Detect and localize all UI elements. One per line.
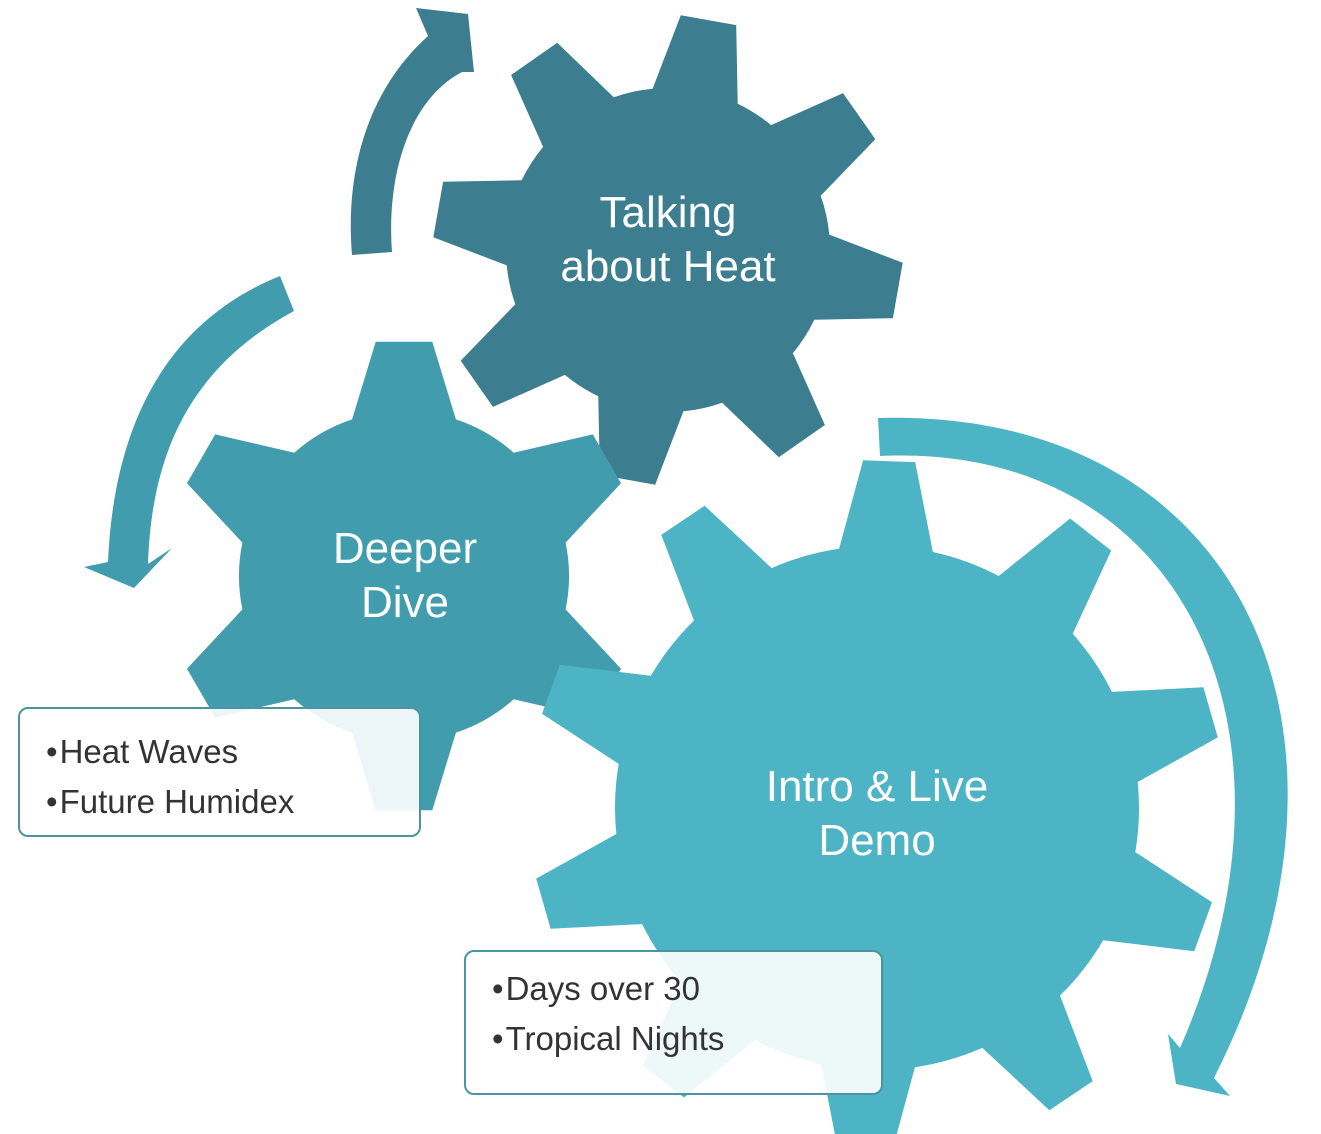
gear-label-line: Demo: [818, 816, 936, 865]
gear-label-line: Intro & Live: [765, 762, 989, 811]
callout-list: Days over 30 Tropical Nights: [492, 964, 881, 1064]
gear-label-deeper-dive: Deeper Dive: [275, 522, 535, 630]
curved-arrow-left: [84, 276, 294, 588]
list-item: Future Humidex: [46, 777, 419, 827]
gear-shape: [187, 341, 621, 811]
list-item: Heat Waves: [46, 727, 419, 777]
gear-label-line: Talking: [599, 188, 737, 237]
gear-deeper-dive: [187, 341, 621, 811]
gear-talking-about-heat: [433, 15, 903, 485]
gear-label-line: Deeper: [332, 524, 478, 573]
list-item: Tropical Nights: [492, 1014, 881, 1064]
gear-shape: [433, 15, 903, 485]
callout-intro-live-demo: Days over 30 Tropical Nights: [464, 950, 883, 1095]
curved-arrow-top: [350, 8, 474, 255]
callout-list: Heat Waves Future Humidex: [46, 727, 419, 827]
callout-deeper-dive: Heat Waves Future Humidex: [18, 707, 421, 837]
list-item: Days over 30: [492, 964, 881, 1014]
gear-label-intro-live-demo: Intro & Live Demo: [712, 760, 1042, 868]
curved-arrow-right: [878, 417, 1288, 1096]
gear-label-talking-about-heat: Talking about Heat: [518, 186, 818, 294]
gear-label-line: Dive: [360, 578, 450, 627]
gear-label-line: about Heat: [560, 242, 776, 291]
